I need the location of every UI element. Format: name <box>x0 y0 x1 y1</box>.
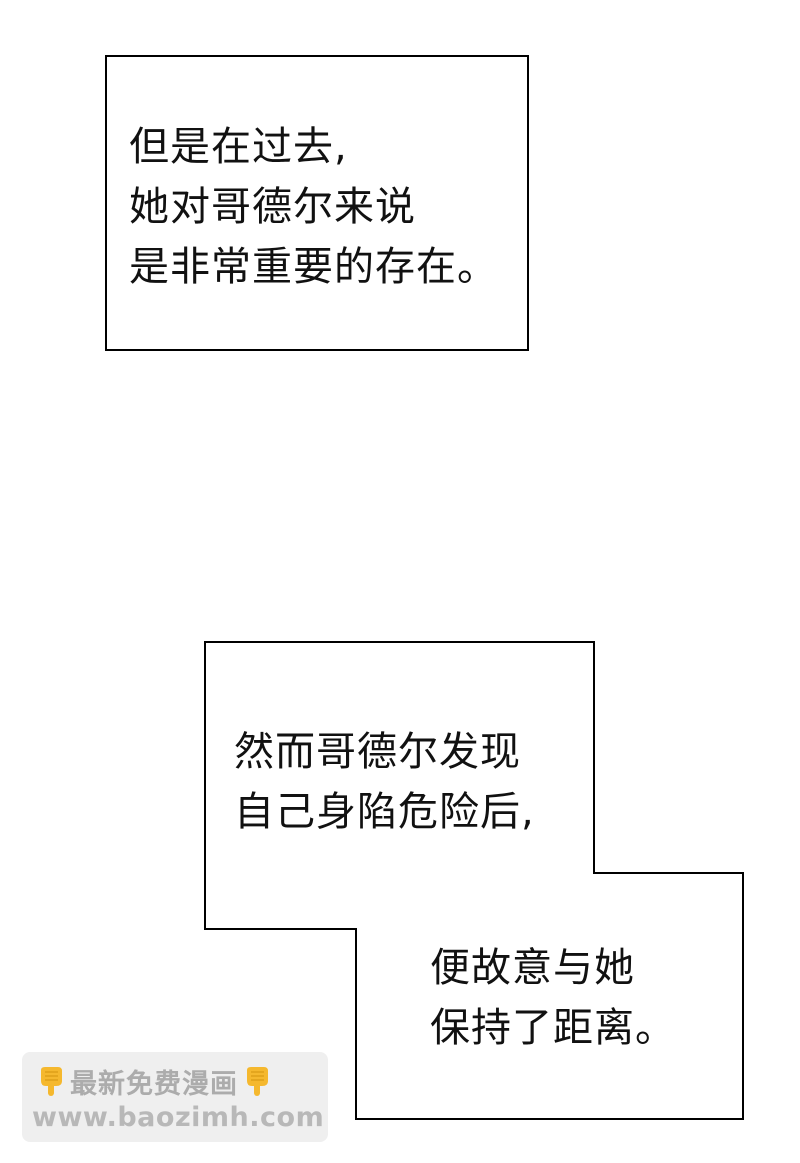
narration-line: 但是在过去, <box>129 124 348 170</box>
narration-text-top: 但是在过去, 她对哥德尔来说 是非常重要的存在。 <box>129 117 498 297</box>
watermark: 最新免费漫画 www.baozimh.com <box>22 1052 328 1142</box>
pointing-down-hand-icon <box>41 1066 62 1096</box>
watermark-url: www.baozimh.com <box>32 1102 325 1133</box>
narration-line: 然而哥德尔发现 <box>234 729 521 775</box>
narration-line: 自己身陷危险后, <box>234 789 535 835</box>
watermark-title: 最新免费漫画 <box>70 1069 238 1100</box>
narration-box-top: 但是在过去, 她对哥德尔来说 是非常重要的存在。 <box>105 55 529 351</box>
narration-line: 便故意与她 <box>430 945 635 991</box>
narration-line: 是非常重要的存在。 <box>129 244 498 290</box>
narration-line: 保持了距离。 <box>430 1005 676 1051</box>
narration-line: 她对哥德尔来说 <box>129 184 416 230</box>
pointing-down-hand-icon <box>247 1066 268 1096</box>
